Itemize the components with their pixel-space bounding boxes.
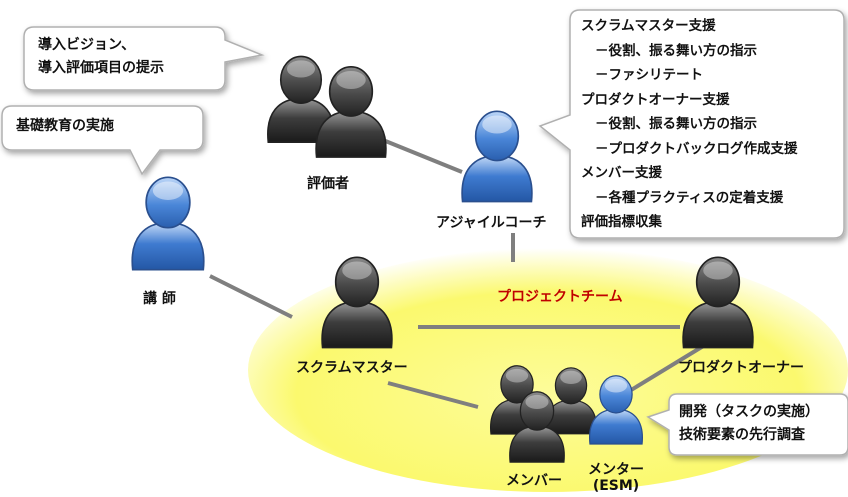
callout-text-mentor: 開発（タスクの実施） 技術要素の先行調査	[679, 401, 819, 447]
mentor-label-line-2: (ESM)	[592, 478, 640, 494]
connector-product-owner-member	[616, 343, 707, 400]
callout-coach-line: －役割、振る舞い方の指示	[595, 42, 757, 59]
callout-text-instructor: 基礎教育の実施	[16, 115, 114, 138]
callout-bubble-coach	[538, 9, 845, 239]
callout-bubble-evaluator	[23, 26, 265, 91]
callout-coach-line: プロダクトオーナー支援	[581, 91, 730, 108]
callout-bubbles	[1, 9, 848, 456]
callout-evaluator-line: 導入ビジョン、	[38, 37, 136, 53]
callout-coach-line: －ファシリテート	[595, 67, 703, 83]
callout-coach-line: メンバー支援	[581, 165, 662, 181]
scrum-master-label: スクラムマスター	[296, 360, 408, 376]
callout-evaluator-line: 導入評価項目の提示	[38, 60, 164, 76]
callout-bubble-mentor	[646, 393, 848, 456]
mentor-label-line-1: メンター	[588, 462, 644, 478]
callout-text-evaluator: 導入ビジョン、 導入評価項目の提示	[38, 34, 164, 80]
callout-instructor-line: 基礎教育の実施	[16, 118, 114, 134]
person-coach-icon	[461, 110, 533, 203]
evaluator-label: 評価者	[307, 176, 349, 192]
instructor-label: 講 師	[143, 291, 176, 307]
team-title: プロジェクトチーム	[497, 289, 623, 305]
connector-scrum-master-member	[387, 381, 479, 409]
callout-coach-line: 評価指標収集	[581, 214, 662, 230]
callout-coach-line: スクラムマスター支援	[581, 18, 716, 34]
product-owner-label: プロダクトオーナー	[678, 360, 804, 376]
callout-mentor-line: 技術要素の先行調査	[679, 427, 805, 443]
callout-coach-line: －役割、振る舞い方の指示	[595, 116, 757, 132]
callout-coach-line: －各種プラクティスの定着支援	[595, 189, 784, 206]
member-label: メンバー	[506, 473, 562, 489]
coach-label: アジャイルコーチ	[436, 215, 547, 231]
callout-coach-line: －プロダクトバックログ作成支援	[595, 140, 798, 157]
callout-text-coach: スクラムマスター支援 －役割、振る舞い方の指示 －ファシリテート プロダクトオー…	[581, 14, 798, 235]
person-instructor-icon	[131, 176, 205, 271]
connector-evaluator-coach	[382, 138, 463, 174]
callout-mentor-line: 開発（タスクの実施）	[679, 404, 819, 420]
connector-instructor-scrum-master	[209, 274, 293, 319]
callout-bubble-instructor	[1, 105, 204, 176]
mentor-label: メンター (ESM)	[588, 462, 644, 494]
connectors	[209, 138, 707, 409]
